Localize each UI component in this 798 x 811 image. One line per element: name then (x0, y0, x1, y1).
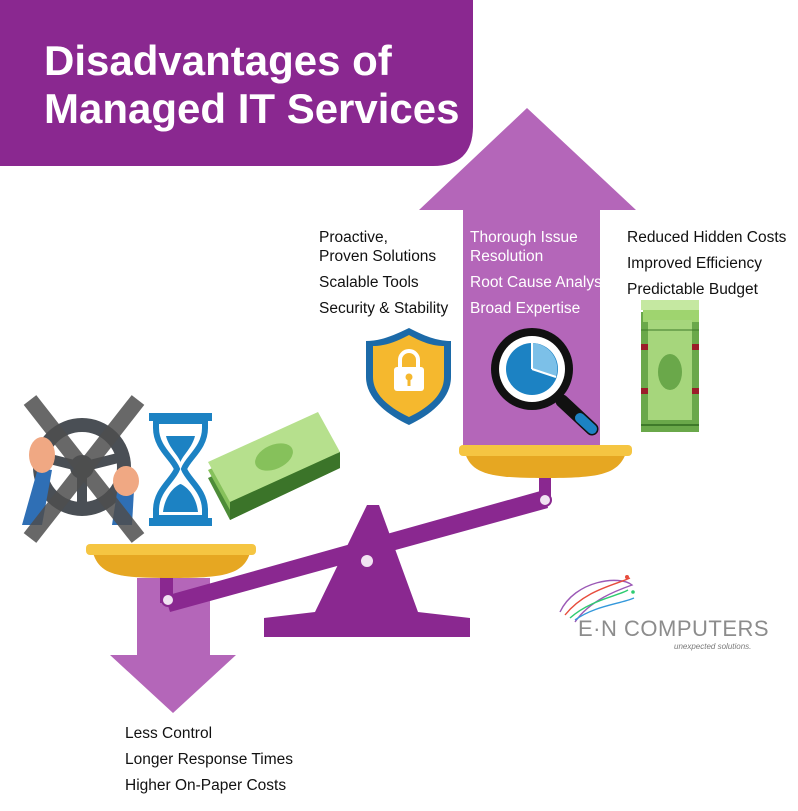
list-item: Security & Stability (319, 300, 449, 317)
money-bundle-icon (641, 300, 699, 432)
up-arrow (419, 108, 636, 450)
page-title-line-2: Managed IT Services (44, 85, 460, 132)
middle-benefits-list: Thorough Issue Resolution Root Cause Ana… (470, 228, 613, 325)
list-item: Predictable Budget (627, 281, 758, 298)
fulcrum (264, 505, 470, 637)
right-benefits-list: Reduced Hidden Costs Improved Efficiency… (627, 228, 786, 306)
list-item: Less Control (125, 725, 213, 742)
list-item: Higher On-Paper Costs (125, 777, 287, 794)
hourglass-icon (149, 413, 212, 526)
list-item: Improved Efficiency (627, 255, 762, 272)
left-benefits-list: Proactive, Proven Solutions Scalable Too… (319, 228, 448, 325)
list-item: Root Cause Analysis (470, 274, 614, 291)
shield-lock-icon (366, 328, 451, 425)
brand-logo: E·N COMPUTERS unexpected solutions. (578, 616, 770, 651)
brand-swoosh-icon (559, 575, 635, 623)
list-item: Thorough Issue Resolution (470, 229, 578, 265)
list-item: Proactive, Proven Solutions (319, 229, 437, 265)
pivot-right (538, 493, 552, 507)
list-item: Reduced Hidden Costs (627, 229, 787, 246)
disadvantages-list: Less Control Longer Response Times Highe… (125, 724, 293, 802)
list-item: Longer Response Times (125, 751, 294, 768)
pivot-left (161, 593, 175, 607)
pivot-center (359, 553, 375, 569)
money-stack-icon (208, 412, 340, 520)
list-item: Scalable Tools (319, 274, 419, 291)
scale-beam (165, 490, 548, 612)
right-pan (459, 445, 632, 478)
brand-tagline: unexpected solutions. (674, 642, 752, 651)
page-title-line-1: Disadvantages of (44, 37, 392, 84)
magnifier-chart-icon (491, 328, 599, 436)
title-banner (0, 0, 473, 166)
steering-wheel-crossed-icon (22, 395, 145, 543)
brand-name: E·N COMPUTERS (578, 616, 770, 641)
down-arrow (110, 578, 236, 713)
left-pan (86, 544, 256, 578)
list-item: Broad Expertise (470, 300, 581, 317)
